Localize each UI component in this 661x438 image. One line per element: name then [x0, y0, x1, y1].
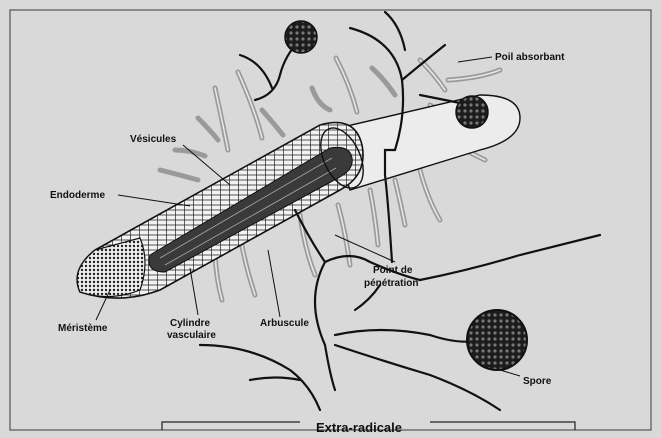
- label-point-de: Point de: [373, 265, 413, 276]
- label-spore: Spore: [523, 376, 552, 387]
- vesicle-right: [456, 96, 488, 128]
- label-meristeme: Méristème: [58, 323, 108, 334]
- figure-frame: [10, 10, 651, 430]
- label-endoderme: Endoderme: [50, 190, 105, 201]
- vesicle-top: [285, 21, 317, 53]
- label-vesicules: Vésicules: [130, 134, 177, 145]
- label-vasculaire: vasculaire: [167, 330, 216, 341]
- spore-large: [467, 310, 527, 370]
- label-cylindre: Cylindre: [170, 318, 210, 329]
- label-penetration: pénétration: [364, 278, 418, 289]
- label-poil-absorbant: Poil absorbant: [495, 52, 565, 63]
- meristem-tip: [77, 238, 145, 297]
- label-extra-radicale: Extra-radicale: [316, 420, 402, 435]
- label-arbuscule: Arbuscule: [260, 318, 309, 329]
